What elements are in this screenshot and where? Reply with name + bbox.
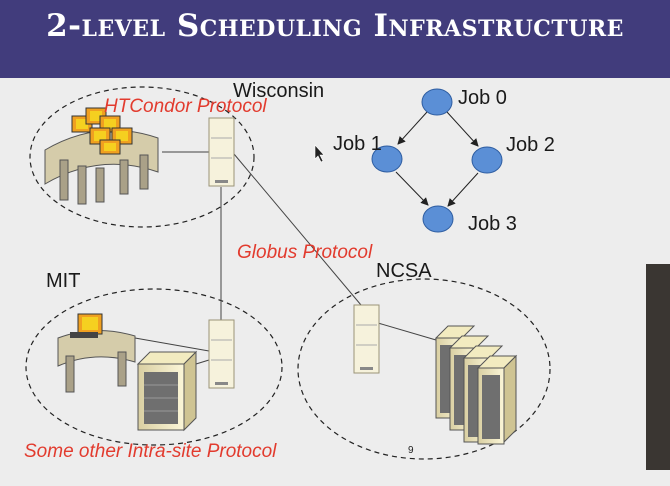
link-wisconsin-ncsa: [233, 153, 362, 306]
mit-server-rack-icon: [136, 350, 198, 432]
mit-site-ellipse: [25, 288, 283, 446]
job-label-2: Job 2: [506, 134, 555, 156]
dag-node-job3: [422, 205, 454, 233]
slide-title: 2-level Scheduling Infrastructure: [46, 8, 624, 44]
presenter-video: [646, 264, 670, 470]
header-bar: 2-level Scheduling Infrastructure: [0, 0, 670, 78]
protocol-label-htcondor: HTCondor Protocol: [104, 96, 267, 117]
ncsa-site-ellipse: [297, 278, 551, 460]
ncsa-cluster-icon: [434, 325, 518, 445]
link-mit-workstation: [134, 337, 210, 352]
job-dag: [371, 88, 503, 233]
job-label-3: Job 3: [468, 213, 517, 235]
site-label-ncsa: NCSA: [376, 260, 432, 282]
job-label-0: Job 0: [458, 87, 507, 109]
mit-schedd-icon: [208, 319, 235, 389]
dag-edge-job0-job2: [446, 111, 479, 147]
dag-edge-job0-job1: [397, 111, 428, 145]
site-label-wisconsin: Wisconsin: [233, 80, 325, 102]
dag-edge-job1-job3: [395, 171, 429, 206]
site-label-mit: MIT: [46, 270, 81, 292]
wisconsin-site-ellipse: [29, 86, 255, 228]
dag-edge-job2-job3: [447, 172, 479, 207]
job-label-1: Job 1: [333, 133, 382, 155]
page-number: 9: [408, 445, 414, 456]
dag-node-job2: [471, 146, 503, 174]
workstation-cluster-icon: [44, 107, 159, 205]
mit-workstation-icon: [57, 313, 136, 393]
protocol-label-intra-site: Some other Intra-site Protocol: [24, 441, 277, 462]
dag-node-job0: [421, 88, 453, 116]
protocol-label-globus: Globus Protocol: [237, 242, 373, 263]
wisconsin-schedd-icon: [208, 117, 235, 187]
ncsa-schedd-icon: [353, 304, 380, 374]
link-ncsa-cluster: [377, 322, 437, 341]
mouse-cursor-icon: [314, 144, 325, 163]
dag-node-job1: [371, 145, 403, 173]
